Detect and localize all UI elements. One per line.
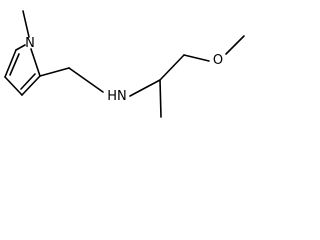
atom-label-pyrrole-n: N — [25, 36, 35, 51]
bond-n-c2 — [30, 48, 41, 77]
bond-c3-c4 — [4, 76, 23, 96]
bond-c4-c5-inner — [9, 53, 20, 76]
bond-c4-c5 — [4, 49, 17, 78]
structural-formula: N HN O — [4, 10, 245, 118]
atom-label-ether-o: O — [213, 53, 223, 68]
bond-nh-ch — [129, 79, 161, 97]
bond-c5-n — [15, 44, 26, 51]
bond-o-methyl — [225, 35, 245, 55]
atom-label-amine: HN — [107, 89, 127, 104]
bond-ch2-nh — [68, 67, 104, 93]
bond-n-methyl — [22, 10, 30, 38]
bond-c2-c3 — [21, 75, 41, 96]
bond-c2-c3-inner — [20, 73, 36, 90]
bond-ch2-o — [183, 54, 210, 62]
pyrrole-ring — [4, 44, 41, 96]
bond-ch-ch2o — [159, 54, 185, 81]
bond-ch-methyl — [159, 79, 162, 118]
bond-c2-ch2 — [39, 67, 70, 77]
